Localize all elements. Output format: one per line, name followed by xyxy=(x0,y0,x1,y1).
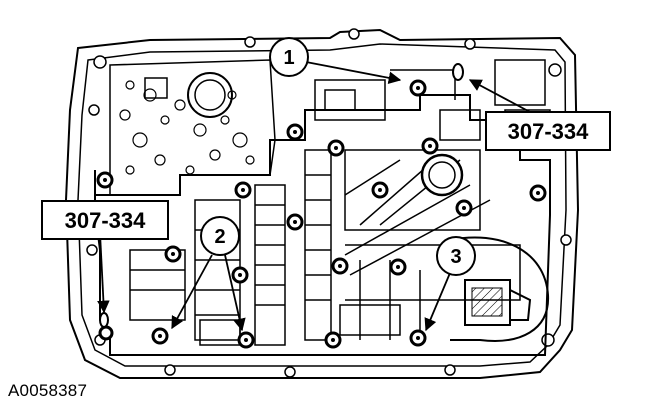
callout-2-label: 2 xyxy=(214,226,225,248)
leader-2a xyxy=(171,254,213,330)
tool-bolt-markers xyxy=(99,63,464,328)
leader-1 xyxy=(305,61,402,85)
bolt-group xyxy=(96,79,547,349)
tool-callout-left-label: 307-334 xyxy=(65,208,147,233)
tool-callout-top-label: 307-334 xyxy=(508,119,590,144)
leader-tool-left xyxy=(97,232,110,314)
upper-left-plate xyxy=(109,59,276,196)
callout-leaders xyxy=(97,61,531,332)
callout-2: 2 xyxy=(200,216,240,256)
tool-callout-left: 307-334 xyxy=(41,200,169,240)
filter-boss xyxy=(420,153,464,197)
leader-tool-top xyxy=(468,79,531,113)
housing-bolt-holes xyxy=(86,28,572,378)
leader-2b xyxy=(224,254,246,332)
figure-id: A0058387 xyxy=(8,381,88,400)
tool-callout-top: 307-334 xyxy=(485,111,611,151)
callout-3-label: 3 xyxy=(450,246,461,268)
leader-3 xyxy=(424,272,451,332)
accumulator-housing xyxy=(449,236,550,342)
callout-3: 3 xyxy=(436,236,476,276)
callout-1-label: 1 xyxy=(283,47,294,69)
callout-1: 1 xyxy=(269,37,309,77)
